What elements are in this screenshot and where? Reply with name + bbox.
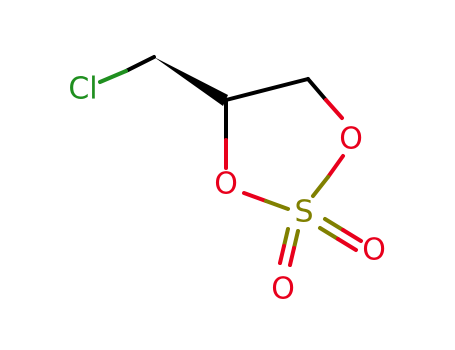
bond-cl-ch2-carbon [124, 55, 156, 73]
bond-cl-ch2-green [98, 69, 128, 84]
bond-s-o-right-olive-a [323, 217, 345, 232]
bond-s-o-bottom-olive-b [282, 227, 290, 248]
atom-label-o-bottom: O [271, 272, 295, 307]
bond-c-c-ring-top [224, 77, 310, 102]
bond-s-o-bottom-red-a [288, 246, 296, 267]
bond-o-s-left-red [242, 191, 268, 203]
bond-ch2-o-right-red [324, 98, 344, 120]
atom-label-o-right: O [362, 233, 386, 268]
bond-s-o-bottom-red-b [278, 244, 286, 265]
wedge-bond [154, 57, 228, 106]
bond-s-o-right-red-a [341, 228, 363, 243]
atom-label-o-ring-right: O [339, 122, 363, 157]
bond-o-s-right-olive [311, 175, 330, 198]
bond-s-o-bottom-olive-a [292, 229, 300, 250]
bond-s-o-right-olive-b [318, 226, 340, 241]
atom-label-s: S [294, 195, 313, 230]
bond-o-s-left-olive [264, 199, 290, 211]
bond-s-o-right-red-b [336, 237, 358, 252]
bond-ch2-o-right-black [306, 77, 328, 102]
bond-o-s-right-red [326, 154, 345, 179]
atom-label-cl: Cl [68, 72, 97, 107]
atom-label-o-ring-left: O [214, 167, 238, 202]
